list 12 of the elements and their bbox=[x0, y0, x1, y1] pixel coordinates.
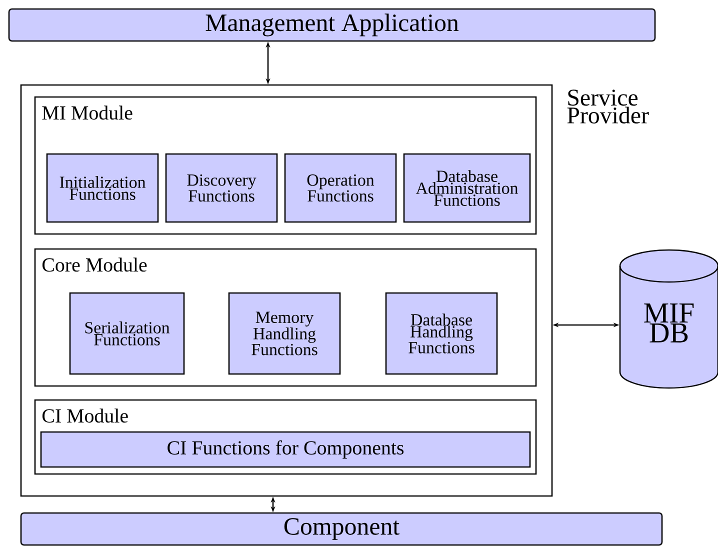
function-box: Discovery Functions bbox=[165, 153, 278, 223]
node-label: Service Provider bbox=[567, 90, 649, 124]
database-cylinder: MIF DB bbox=[619, 249, 718, 389]
function-box: Serialization Functions bbox=[69, 292, 185, 375]
bar-box: Component bbox=[20, 512, 663, 546]
function-box: Initialization Functions bbox=[46, 153, 159, 223]
bar-box: Management Application bbox=[8, 8, 656, 42]
function-box: Operation Functions bbox=[284, 153, 397, 223]
function-box: Memory Handling Functions bbox=[228, 292, 341, 375]
function-box: Database Handling Functions bbox=[385, 292, 498, 375]
function-box: CI Functions for Components bbox=[40, 431, 531, 468]
function-box: Database Administration Functions bbox=[403, 153, 531, 223]
